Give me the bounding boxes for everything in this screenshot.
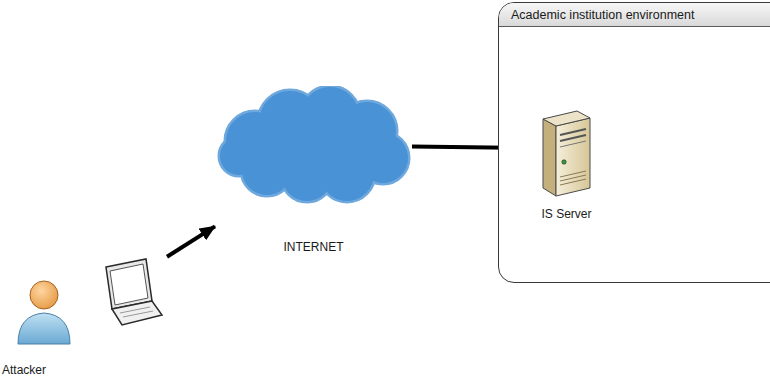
environment-boundary: Academic institution environment IS Serve… [498,2,770,283]
cloud-node-icon [215,86,412,204]
attacker-node: Attacker [2,255,167,378]
server-node: IS Server [539,107,594,222]
node-label: IS Server [541,207,591,221]
connection-arrow [167,226,215,256]
node-label: INTERNET [284,240,344,254]
attacker-node-icon [2,255,167,345]
server-node-icon [541,107,593,199]
cloud-node: INTERNET [215,86,412,255]
node-label: Attacker [2,363,46,377]
boundary-header: Academic institution environment [499,3,770,27]
boundary-title: Academic institution environment [511,8,770,22]
